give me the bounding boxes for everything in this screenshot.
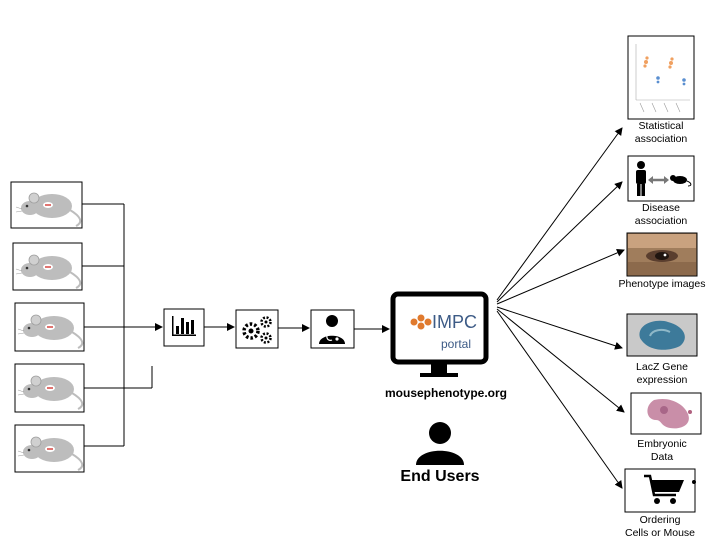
portal-subtitle: portal — [440, 337, 472, 351]
person-icon — [636, 161, 646, 196]
gears-icon — [242, 316, 272, 344]
bar-chart-box — [163, 308, 205, 347]
label-line: Data — [650, 451, 674, 463]
output-label-statistical: Statistical association — [613, 120, 709, 146]
label-line: Phenotype images — [618, 278, 706, 290]
doctor-box — [310, 309, 355, 349]
output-label-ordering: Ordering Cells or Mouse — [612, 514, 708, 540]
output-label-embryonic: Embryonic Data — [614, 438, 710, 464]
label-line: association — [634, 215, 688, 227]
gears-box — [235, 309, 279, 349]
mouse-box-2 — [12, 242, 83, 291]
doctor-icon — [319, 315, 345, 344]
label-line: expression — [636, 374, 688, 386]
bar-chart-icon — [172, 316, 196, 336]
mouse-box-3 — [14, 302, 85, 352]
double-arrow-icon — [648, 176, 669, 184]
output-arrows — [496, 127, 625, 489]
mouse-box-4 — [14, 363, 85, 413]
label-line: Embryonic — [637, 438, 687, 450]
statistical-plot-thumbnail — [627, 35, 695, 120]
mouse-box-1 — [10, 181, 83, 229]
portal-url: mousephenotype.org — [384, 386, 507, 400]
output-label-lacz: LacZ Gene expression — [614, 361, 710, 387]
end-users-label: End Users — [400, 468, 480, 485]
label-line: Disease — [642, 202, 680, 214]
mouse-connectors — [82, 203, 153, 447]
lacz-expression-thumbnail — [626, 313, 698, 357]
shopping-cart-icon — [644, 474, 696, 504]
mouse-silhouette-icon — [670, 175, 692, 187]
label-line: LacZ Gene — [636, 361, 688, 373]
ordering-thumbnail — [624, 468, 696, 513]
portal-brand: IMPC — [432, 312, 477, 332]
label-line: Ordering — [639, 514, 681, 526]
user-icon — [416, 422, 464, 465]
imp-logo-icon — [410, 314, 432, 330]
phenotype-image-thumbnail — [626, 232, 698, 277]
output-label-disease: Disease association — [613, 202, 709, 228]
label-line: association — [634, 133, 688, 145]
label-line: Statistical — [638, 120, 684, 132]
output-label-phenotype: Phenotype images — [614, 278, 710, 291]
portal-monitor — [390, 291, 489, 377]
mouse-box-5 — [14, 424, 85, 473]
flow-arrows — [84, 323, 390, 333]
embryonic-data-thumbnail — [630, 392, 702, 435]
label-line: Cells or Mouse — [624, 527, 696, 539]
disease-association-thumbnail — [627, 155, 695, 202]
